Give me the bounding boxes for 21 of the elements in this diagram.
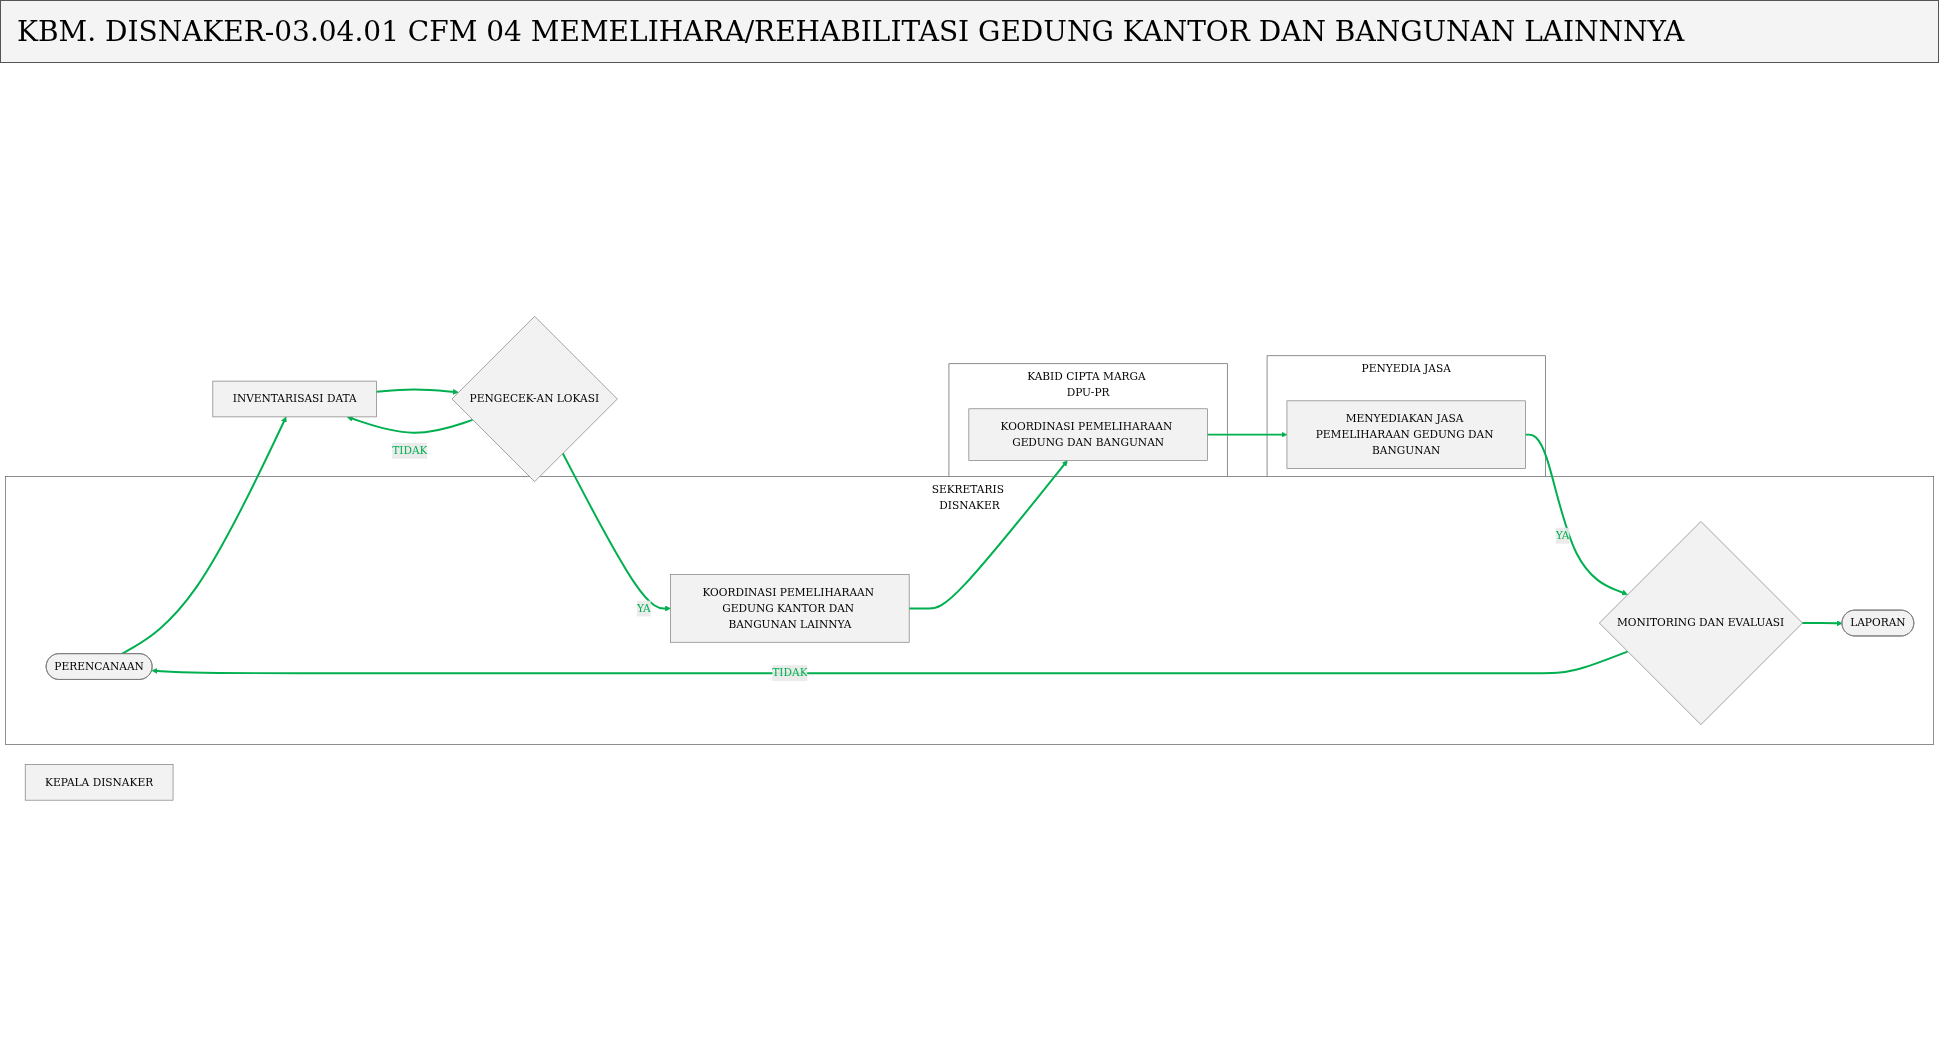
node-box: MENYEDIAKAN JASA PEMELIHARAAN GEDUNG DAN BANGUNAN (1286, 400, 1526, 469)
node-box: KOORDINASI PEMELIHARAAN GEDUNG DAN BANGUNAN (968, 408, 1208, 461)
arrow (151, 650, 1629, 674)
arrow (346, 415, 474, 434)
arrow (1206, 431, 1288, 438)
diagram-title: KBM. DISNAKER-03.04.01 CFM 04 MEMELIHARA/REHABILITASI GEDUNG KANTOR DAN BANGUNAN LAINNNYA (0, 0, 1939, 63)
edge-label: YA (1555, 528, 1570, 542)
arrow (1801, 620, 1843, 626)
arrow (561, 452, 671, 612)
arrow (120, 416, 287, 655)
node-diamond: MONITORING DAN EVALUASI (1599, 520, 1803, 725)
node-diamond: PENGECEK-AN LOKASI (451, 315, 618, 482)
node-box: KOORDINASI PEMELIHARAAN GEDUNG KANTOR DAN BANGUNAN LAINNYA (670, 574, 910, 643)
arrow (908, 459, 1068, 610)
edge-label: TIDAK (392, 443, 428, 457)
arrow (375, 388, 459, 395)
node-box: KEPALA DISNAKER (24, 763, 174, 801)
arrow (1524, 433, 1628, 596)
edge-label: YA (636, 601, 651, 615)
edge-label: TIDAK (772, 666, 808, 679)
node-box: INVENTARISASI DATA (212, 380, 377, 417)
